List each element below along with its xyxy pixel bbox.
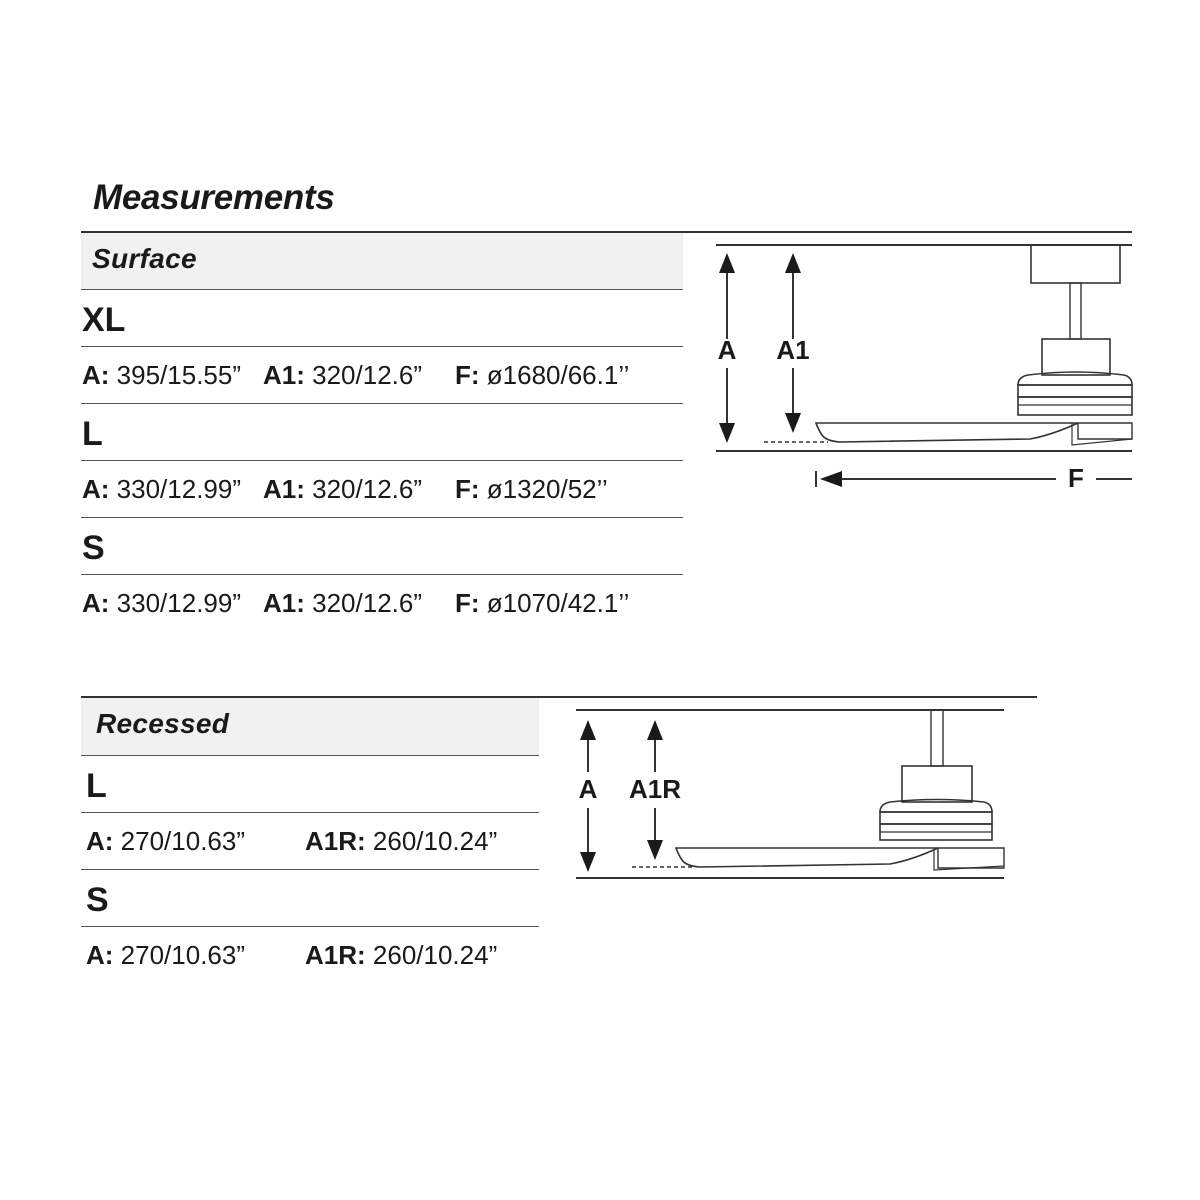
motor-ring-bottom [1017, 396, 1133, 416]
surface-header: Surface [81, 231, 683, 290]
arrowhead [580, 720, 596, 740]
downrod [1069, 282, 1082, 340]
recessed-top-rule [539, 696, 1037, 698]
label-a1: A1 [776, 335, 809, 365]
spec-a: A: 330/12.99” [82, 474, 241, 504]
arrowhead [719, 423, 735, 443]
spec-a: A: 330/12.99” [82, 588, 241, 618]
recessed-fan-diagram: A A1R [576, 709, 1005, 879]
spec-a1: A1: 320/12.6” [263, 360, 423, 390]
spec-a: A: 270/10.63” [86, 940, 245, 970]
label-f: F [1068, 463, 1084, 493]
spec-a1: A1: 320/12.6” [263, 588, 423, 618]
spec-row-s: A: 270/10.63” A1R: 260/10.24” [81, 927, 539, 981]
spec-f: F: ø1070/42.1’’ [455, 588, 630, 618]
spec-a1r: A1R: 260/10.24” [305, 826, 498, 856]
recessed-section: Recessed L A: 270/10.63” A1R: 260/10.24”… [81, 696, 539, 981]
label-a1r: A1R [629, 774, 681, 804]
downrod [930, 709, 944, 767]
arrowhead [719, 253, 735, 273]
label-a: A [718, 335, 737, 365]
arrowhead [785, 253, 801, 273]
spec-f: F: ø1320/52’’ [455, 474, 608, 504]
surface-top-rule [683, 231, 1132, 233]
spec-a: A: 270/10.63” [86, 826, 245, 856]
spec-row-xl: A: 395/15.55” A1: 320/12.6” F: ø1680/66.… [81, 347, 683, 404]
size-label: XL [82, 301, 126, 339]
blade [674, 847, 939, 868]
size-label: S [86, 881, 109, 919]
size-row-l: L [81, 404, 683, 461]
motor-ring-top [879, 798, 993, 813]
spec-a1: A1: 320/12.6” [263, 474, 423, 504]
size-label: L [82, 415, 103, 453]
spec-row-s: A: 330/12.99” A1: 320/12.6” F: ø1070/42.… [81, 575, 683, 631]
spec-a1r: A1R: 260/10.24” [305, 940, 498, 970]
label-a: A [579, 774, 598, 804]
surface-section: Surface XL A: 395/15.55” A1: 320/12.6” F… [81, 231, 683, 631]
size-row-s: S [81, 870, 539, 927]
size-label: L [86, 767, 107, 805]
recessed-heading: Recessed [96, 708, 230, 739]
arrowhead [647, 720, 663, 740]
arrowhead [785, 413, 801, 433]
spec-f: F: ø1680/66.1’’ [455, 360, 630, 390]
spec-row-l: A: 270/10.63” A1R: 260/10.24” [81, 813, 539, 870]
motor-ring-mid [879, 811, 993, 825]
spec-row-l: A: 330/12.99” A1: 320/12.6” F: ø1320/52’… [81, 461, 683, 518]
arrowhead [580, 852, 596, 872]
surface-heading: Surface [92, 243, 197, 274]
size-label: S [82, 529, 105, 567]
motor-housing [901, 765, 973, 803]
recessed-header: Recessed [81, 696, 539, 756]
canopy [1030, 244, 1121, 284]
blade [814, 422, 1079, 443]
size-row-s: S [81, 518, 683, 575]
motor-housing [1041, 338, 1111, 376]
spec-a: A: 395/15.55” [82, 360, 241, 390]
page-title: Measurements [93, 178, 335, 217]
motor-ring-mid [1017, 384, 1133, 398]
arrowhead [647, 840, 663, 860]
arrowhead [820, 471, 842, 487]
size-row-l: L [81, 756, 539, 813]
size-row-xl: XL [81, 290, 683, 347]
motor-ring-top [1017, 371, 1133, 386]
surface-fan-diagram: A A1 F [716, 244, 1133, 493]
